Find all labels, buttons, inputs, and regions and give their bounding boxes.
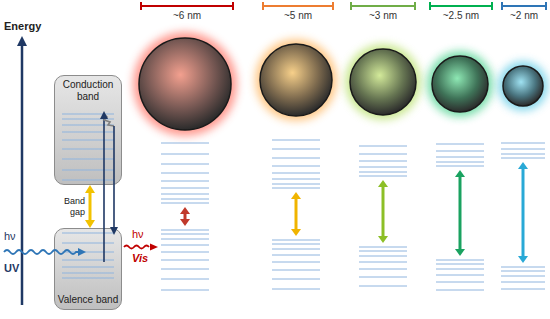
excitation-arrow [104,114,114,262]
photon-label: Vis [132,252,148,265]
size-label: ~2 nm [510,10,538,22]
size-label: ~2.5 nm [443,10,479,22]
band-gap-arrow [85,185,95,228]
arrow-head [110,227,118,235]
photon-label: hν [132,228,144,241]
arrow-head [85,220,95,228]
edge-label: Band gap [55,196,85,217]
quantum-dot [133,32,548,136]
conduction-band: Conduction band [54,75,122,185]
energy-levels [62,114,545,290]
arrow-head [100,111,108,119]
size-label: ~6 nm [173,10,201,22]
gap-arrow [180,162,528,263]
valence-band: Valence band [54,228,122,310]
size-label: ~3 nm [369,10,397,22]
uv-photon [4,248,86,256]
axis-label: Energy [4,20,41,33]
vis-photon [124,244,158,251]
arrow-head [85,185,95,193]
photon-label: hν [4,230,16,243]
scale-bar [141,2,546,10]
photon-label: UV [4,262,19,275]
band-label: Valence band [58,294,118,306]
size-label: ~5 nm [284,10,312,22]
band-label: Conduction band [57,79,119,103]
